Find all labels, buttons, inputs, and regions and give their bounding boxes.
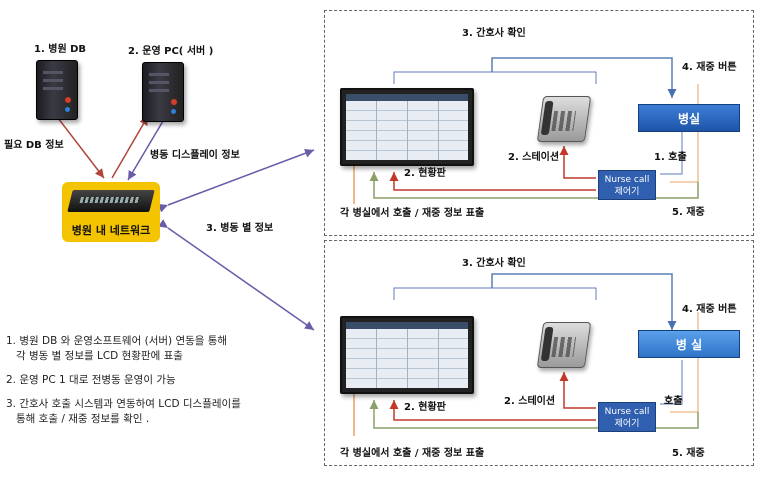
top-call-line — [660, 130, 683, 175]
ward-info-label: 3. 병동 별 정보 — [206, 223, 274, 234]
bottom-station-red — [559, 372, 596, 409]
bottom-redial-label: 5. 재중 — [672, 448, 705, 459]
bottom-station-phone-icon — [536, 322, 592, 368]
network-label: 병원 내 네트워크 — [71, 224, 151, 237]
pc-to-network-arrow — [127, 115, 167, 181]
bottom-redial-button-label: 4. 재중 버튼 — [682, 304, 737, 315]
note-item: 1. 병원 DB 와 운영소프트웨어 (서버) 연동을 통해 각 병동 별 정보… — [6, 335, 228, 362]
top-nurse-call-controller: Nurse call 제어기 — [598, 170, 656, 200]
top-station-red — [559, 146, 596, 179]
top-station-label: 2. 스테이션 — [508, 152, 560, 163]
bottom-nurse-call-label: Nurse call 제어기 — [604, 407, 650, 429]
bottom-lcd-board-icon — [340, 316, 474, 394]
bottom-confirm-bracket — [393, 287, 597, 300]
bottom-green-line — [369, 400, 699, 429]
top-display-caption: 각 병실에서 호출 / 재중 정보 표출 — [340, 208, 485, 219]
top-room-box: 병실 — [638, 104, 740, 132]
bottom-call-label: 호출 — [664, 396, 683, 407]
top-redial-label: 5. 재중 — [672, 207, 705, 218]
bottom-confirm-line — [491, 273, 677, 330]
top-green-line — [369, 172, 699, 199]
pc-server-icon — [142, 62, 184, 122]
bottom-nurse-call-controller: Nurse call 제어기 — [598, 402, 656, 432]
top-redial-button-label: 4. 재중 버튼 — [682, 62, 737, 73]
top-station-phone-icon — [536, 96, 592, 142]
top-call-label: 1. 호출 — [654, 152, 687, 163]
top-nurse-call-label: Nurse call 제어기 — [604, 175, 650, 197]
network-to-top-panel-arrow — [157, 148, 315, 213]
top-board-label: 2. 현황판 — [404, 168, 446, 179]
pc-label: 2. 운영 PC( 서버 ) — [128, 46, 214, 57]
db-info-label: 필요 DB 정보 — [4, 140, 64, 151]
top-confirm-line — [491, 57, 677, 98]
db-label: 1. 병원 DB — [34, 44, 87, 55]
top-lcd-board-icon — [340, 88, 474, 166]
bottom-display-caption: 각 병실에서 호출 / 재중 정보 표출 — [340, 448, 485, 459]
note-item: 2. 운영 PC 1 대로 전병동 운영이 가능 — [6, 374, 176, 386]
bottom-nurse-confirm-label: 3. 간호사 확인 — [462, 258, 526, 269]
ward-display-label: 병동 디스플레이 정보 — [150, 150, 240, 161]
note-item: 3. 간호사 호출 시스템과 연동하여 LCD 디스플레이를 통해 호출 / 재… — [6, 398, 241, 425]
ward-panel-bottom — [324, 240, 754, 466]
bottom-board-label: 2. 현황판 — [404, 402, 446, 413]
top-confirm-bracket — [393, 71, 597, 84]
bottom-board-red — [389, 400, 596, 421]
ward-panel-top — [324, 10, 754, 236]
network-switch-icon — [67, 190, 155, 212]
notes-list: 1. 병원 DB 와 운영소프트웨어 (서버) 연동을 통해 각 병동 별 정보… — [6, 334, 241, 436]
db-to-network-arrow — [57, 117, 105, 179]
db-server-icon — [36, 60, 78, 120]
bottom-station-label: 2. 스테이션 — [504, 396, 556, 407]
network-to-pc-arrow — [111, 115, 149, 179]
top-board-red — [389, 172, 596, 191]
bottom-call-line — [660, 360, 683, 405]
network-to-bottom-panel-arrow — [158, 219, 315, 331]
top-nurse-confirm-label: 3. 간호사 확인 — [462, 28, 526, 39]
bottom-room-box: 병 실 — [638, 330, 740, 358]
hospital-network: 병원 내 네트워크 — [62, 182, 160, 242]
